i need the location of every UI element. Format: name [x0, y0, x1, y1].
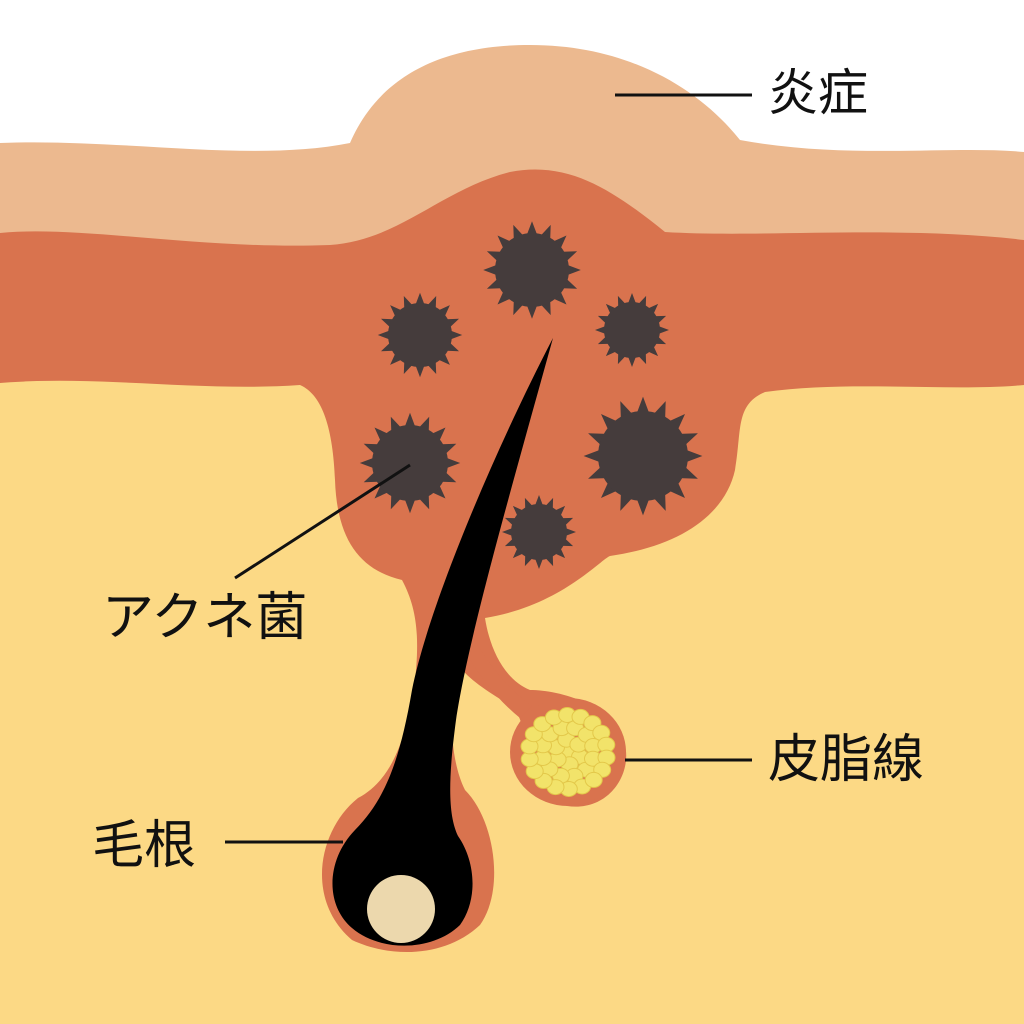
bacteria-leader-line — [234, 463, 411, 580]
leader-lines — [225, 93, 752, 844]
subcutaneous-layer — [0, 380, 1024, 1024]
sebaceous-gland — [460, 632, 626, 806]
bacterium-body — [511, 504, 567, 560]
acne-bacteria-label: アクネ菌 — [102, 588, 308, 648]
hair-shaft-icon — [332, 338, 553, 946]
acne-bacterium-icon — [595, 293, 669, 367]
sebaceous-gland-label: 皮脂線 — [768, 730, 925, 790]
hair-bulb-papilla — [367, 875, 435, 943]
sebum-droplets — [520, 707, 616, 797]
hair-root-label: 毛根 — [92, 816, 197, 876]
bacterium-body — [598, 411, 688, 501]
acne-bacterium-icon — [377, 292, 463, 378]
acne-bacterium-icon — [359, 412, 461, 514]
bacterium-body — [604, 302, 660, 358]
acne-bacterium-icon — [483, 221, 581, 319]
bacterium-body — [495, 233, 569, 307]
acne-bacterium-icon — [502, 495, 576, 569]
bacterium-body — [388, 303, 452, 367]
sebum-droplet-icon — [584, 771, 603, 788]
sebaceous-duct — [460, 632, 532, 718]
acne-bacterium-icon — [583, 396, 703, 516]
inflammation-label: 炎症 — [768, 64, 868, 122]
bacterium-body — [372, 425, 448, 501]
bacteria-cluster — [359, 221, 703, 569]
